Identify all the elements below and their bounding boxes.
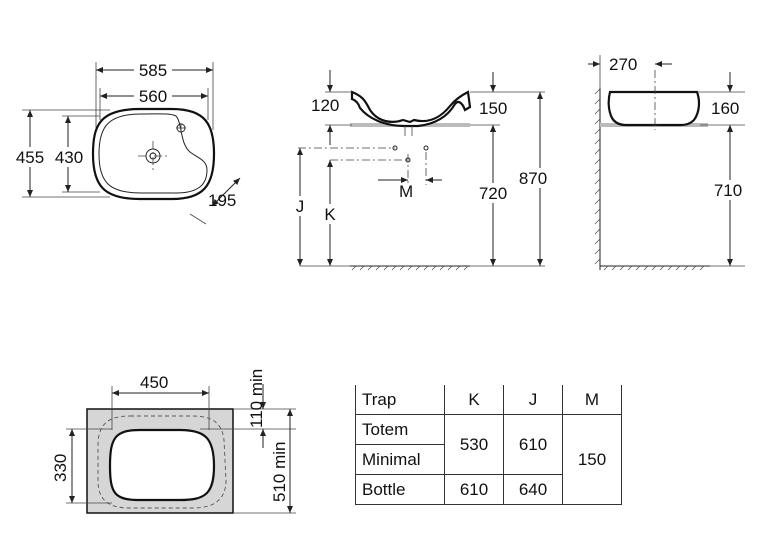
header-j: J [503,385,563,415]
table-row: Totem 530 610 150 [355,414,622,505]
cell-j: 640 [503,474,563,505]
cutout-view: 450 330 110 min 510 min [51,369,296,514]
cell-m: 150 [562,414,622,505]
table-row: Minimal [355,444,622,475]
side-basin-height-label: 160 [711,99,739,118]
label-j: J [296,197,305,216]
total-height-label: 870 [519,169,547,188]
outer-width-label: 585 [139,61,167,80]
counter-height-label: 720 [479,184,507,203]
side-depth-label: 270 [609,55,637,74]
cutout-width-label: 450 [140,373,168,392]
label-m: M [399,182,413,201]
tap-offset-label: 195 [208,191,236,210]
outer-depth-label: 455 [16,148,44,167]
label-k: K [324,205,336,224]
header-m: M [562,385,622,415]
side-view: 270 160 710 [588,55,750,271]
inner-depth-label: 430 [55,148,83,167]
min-back-label: 110 min [247,369,266,428]
side-counter-height-label: 710 [714,181,742,200]
top-view: 585 560 455 430 195 [10,60,241,225]
cutout-height-label: 330 [51,454,70,482]
rim-height-label: 150 [479,99,507,118]
row-name: Totem [355,414,445,445]
cell-k: 530 [444,414,504,475]
row-name: Minimal [355,444,445,475]
trap-table: Trap K J M Totem 530 610 150 Minimal Bot… [355,385,622,505]
basin-height-label: 120 [311,96,339,115]
front-view: 120 150 720 870 J K M [290,70,554,271]
cell-j: 610 [503,414,563,475]
inner-width-label: 560 [139,87,167,106]
header-trap: Trap [355,385,445,415]
cell-k: 610 [444,474,504,505]
table-row: Bottle 610 640 [355,474,622,505]
header-k: K [444,385,504,415]
min-front-label: 510 min [270,442,289,502]
row-name: Bottle [355,474,445,505]
